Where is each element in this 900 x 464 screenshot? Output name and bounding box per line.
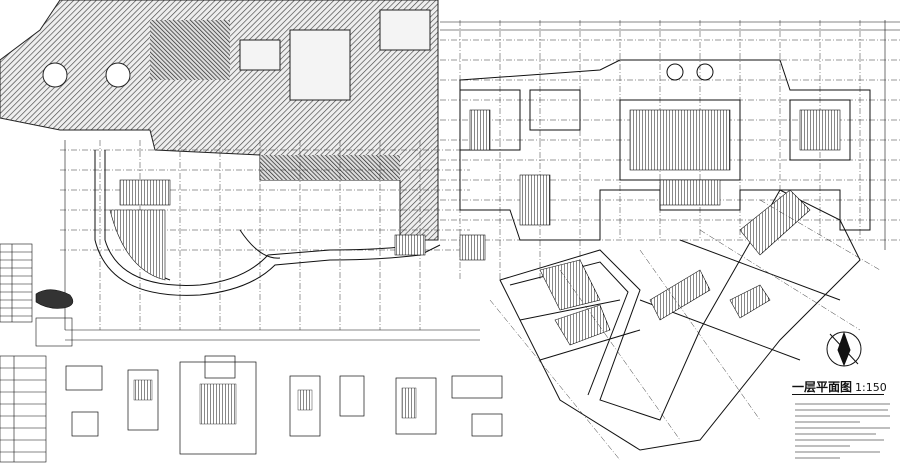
title-underline [792, 394, 884, 395]
north-arrow-icon [826, 331, 862, 367]
dense-core-hatching [469, 109, 841, 226]
detail-drawings [65, 355, 503, 455]
angled-wing [499, 189, 861, 451]
legend-table [0, 243, 74, 463]
drawing-scale: 1:150 [855, 381, 887, 394]
detail-hatches [133, 379, 417, 425]
drawing-title-label: 一层平面图 [792, 380, 853, 394]
angled-grid [489, 199, 881, 461]
general-notes [795, 403, 890, 459]
dimension-lines [64, 20, 900, 341]
angled-wing-stairs [539, 189, 811, 346]
existing-building-hatched-area [0, 0, 439, 241]
curved-stair [109, 179, 486, 281]
